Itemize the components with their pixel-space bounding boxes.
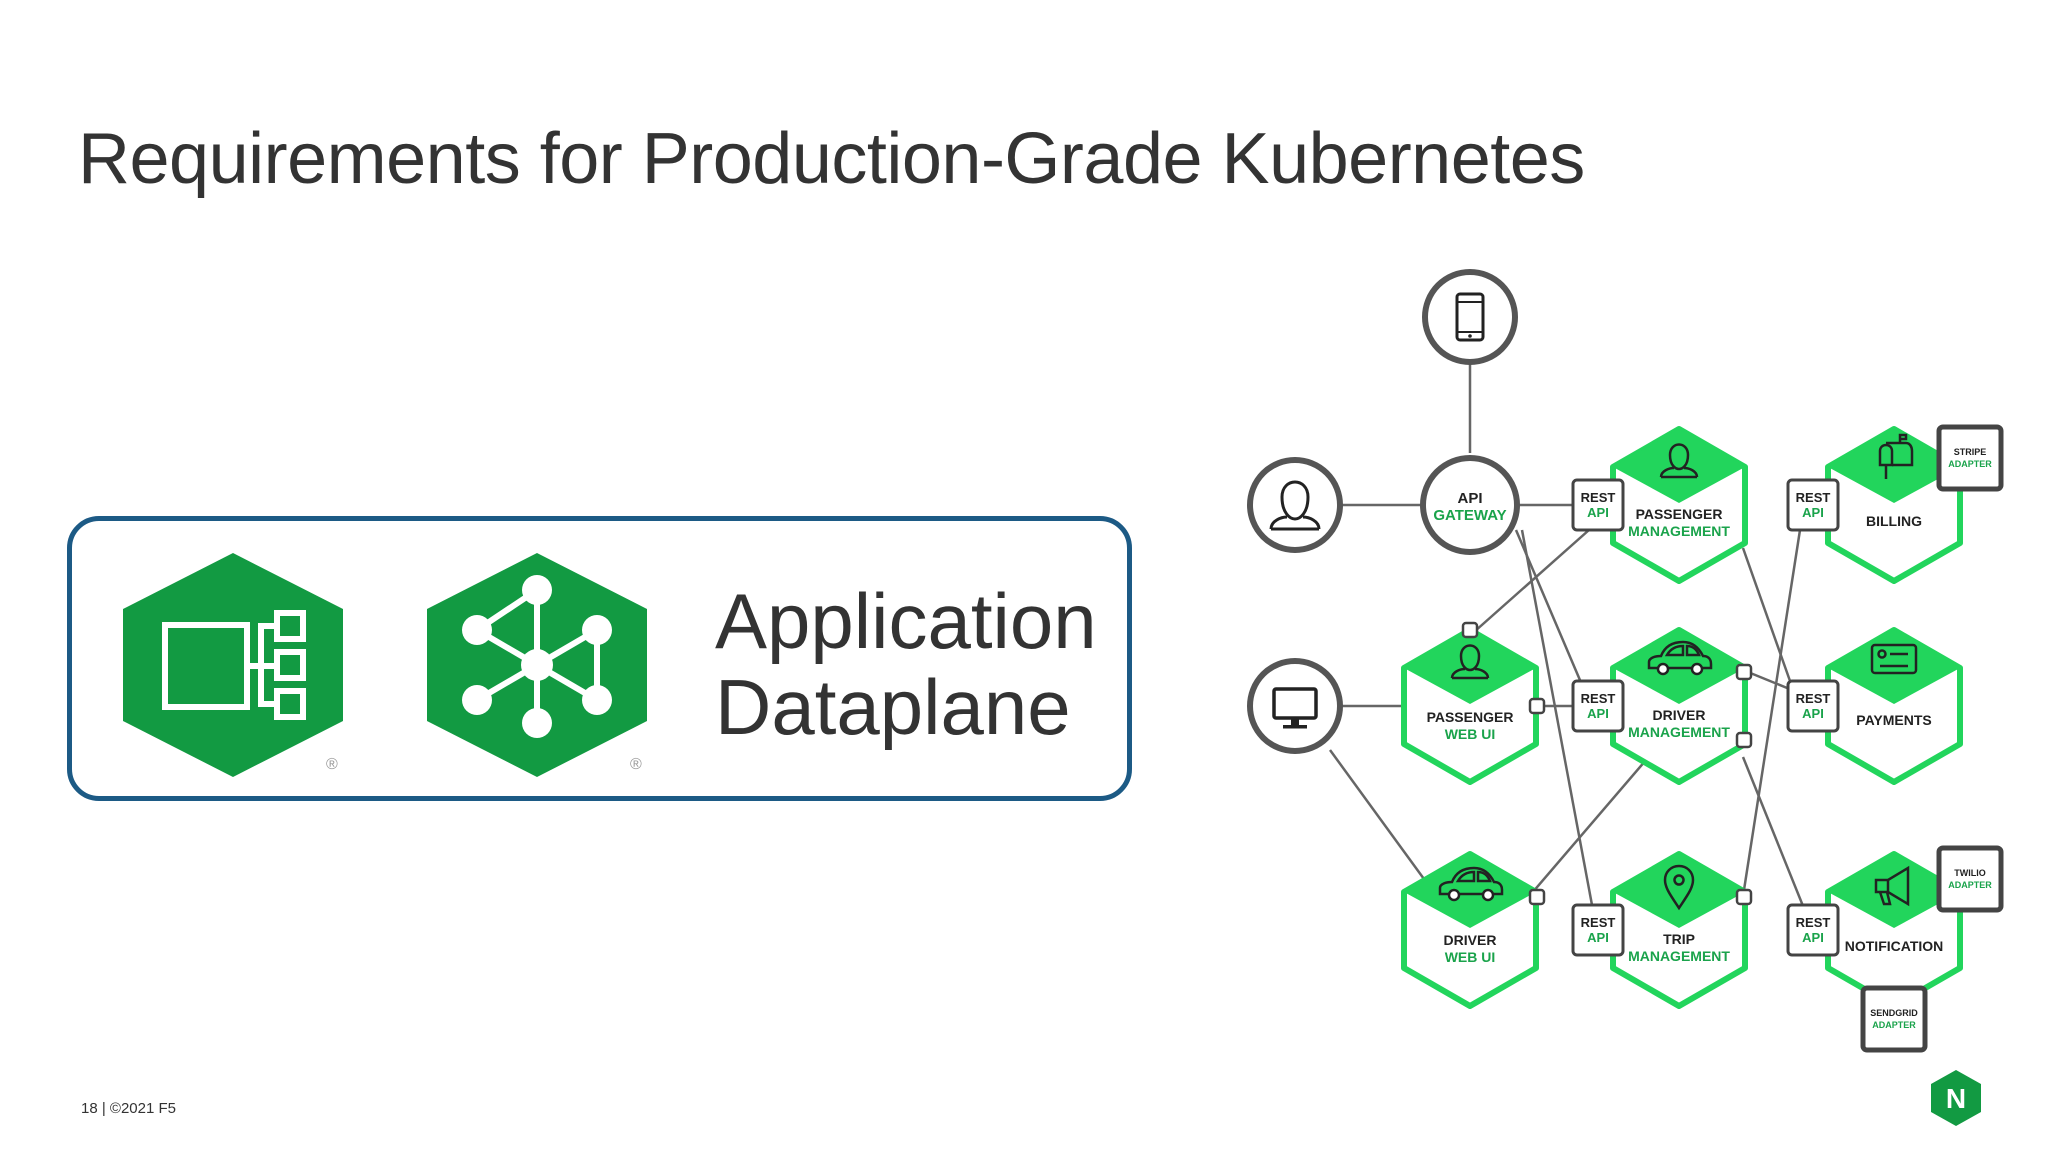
api-label: API (1802, 706, 1824, 721)
node-label-line1: DRIVER (1653, 707, 1706, 723)
card-title: Application Dataplane (715, 578, 1097, 750)
adapter-line2: ADAPTER (1948, 459, 1992, 469)
load-balancer-logo (123, 553, 343, 777)
api-label: API (1802, 505, 1824, 520)
api-gateway-line2: GATEWAY (1433, 507, 1506, 524)
rest-api-box: REST API (1571, 679, 1625, 733)
rest-api-box: REST API (1786, 478, 1840, 532)
node-label-line1: PAYMENTS (1856, 712, 1931, 728)
map-pin-icon (1663, 864, 1695, 911)
service-payments: PAYMENTS (1828, 630, 1960, 782)
passenger-client (1247, 457, 1343, 553)
person-icon (1659, 443, 1699, 479)
node-label-line2: MANAGEMENT (1628, 523, 1730, 539)
rest-label: REST (1796, 490, 1831, 505)
rest-label: REST (1581, 915, 1616, 930)
service-driver-web-ui: DRIVER WEB UI (1404, 854, 1536, 1006)
desktop-client (1247, 658, 1343, 754)
service-trip-management: TRIP MANAGEMENT (1613, 854, 1745, 1006)
api-gateway-line1: API (1457, 490, 1482, 507)
service-notification: NOTIFICATION (1828, 854, 1960, 1006)
mailbox-icon (1878, 433, 1914, 479)
user-icon (1269, 480, 1321, 531)
service-passenger-management: PASSENGER MANAGEMENT (1613, 429, 1745, 581)
registered-mark-2: ® (630, 756, 642, 773)
adapter-twilio: TWILIO ADAPTER (1936, 845, 2004, 913)
nginx-logo-letter: N (1946, 1083, 1966, 1114)
api-gateway: API GATEWAY (1420, 455, 1520, 555)
rest-api-box: REST API (1571, 478, 1625, 532)
rest-label: REST (1581, 691, 1616, 706)
node-label-line2: MANAGEMENT (1628, 724, 1730, 740)
node-label-line2: WEB UI (1445, 949, 1496, 965)
diagram-connectors (1328, 357, 1805, 907)
card-title-line2: Dataplane (715, 663, 1071, 751)
node-label-line2: WEB UI (1445, 726, 1496, 742)
adapter-line2: ADAPTER (1872, 1020, 1916, 1030)
mobile-client (1422, 269, 1518, 365)
megaphone-icon (1874, 865, 1910, 907)
adapter-line2: ADAPTER (1948, 880, 1992, 890)
slide-footer: 18 | ©2021 F5 (81, 1100, 177, 1117)
node-label-line1: DRIVER (1444, 932, 1497, 948)
service-passenger-web-ui: PASSENGER WEB UI (1404, 630, 1536, 782)
api-label: API (1587, 930, 1609, 945)
adapter-line1: STRIPE (1954, 447, 1987, 457)
api-label: API (1802, 930, 1824, 945)
nginx-logo: N (1931, 1070, 1981, 1126)
rest-label: REST (1796, 915, 1831, 930)
rest-api-box: REST API (1571, 903, 1625, 957)
rest-api-box: REST API (1786, 679, 1840, 733)
node-label-line1: PASSENGER (1636, 506, 1723, 522)
mobile-phone-icon (1455, 292, 1485, 342)
adapter-line1: TWILIO (1954, 868, 1986, 878)
slide-title: Requirements for Production-Grade Kubern… (78, 119, 1585, 199)
node-label-line1: PASSENGER (1427, 709, 1514, 725)
adapter-sendgrid: SENDGRID ADAPTER (1860, 985, 1928, 1053)
node-label-line1: BILLING (1866, 513, 1922, 529)
service-driver-management: DRIVER MANAGEMENT (1613, 630, 1745, 782)
node-label-line2: MANAGEMENT (1628, 948, 1730, 964)
rest-label: REST (1796, 691, 1831, 706)
registered-mark: ® (326, 756, 338, 773)
rest-label: REST (1581, 490, 1616, 505)
rest-api-box: REST API (1786, 903, 1840, 957)
person-icon (1450, 644, 1490, 680)
monitor-icon (1272, 687, 1318, 729)
api-label: API (1587, 706, 1609, 721)
node-label-line1: TRIP (1663, 931, 1695, 947)
car-icon (1438, 866, 1504, 902)
api-label: API (1587, 505, 1609, 520)
service-mesh-logo (427, 553, 647, 777)
node-label-line1: NOTIFICATION (1845, 938, 1944, 954)
service-billing: BILLING (1828, 429, 1960, 581)
credit-card-icon (1870, 643, 1918, 675)
adapter-line1: SENDGRID (1870, 1008, 1918, 1018)
adapter-stripe: STRIPE ADAPTER (1936, 424, 2004, 492)
car-icon (1647, 640, 1713, 676)
card-title-line1: Application (715, 577, 1097, 665)
